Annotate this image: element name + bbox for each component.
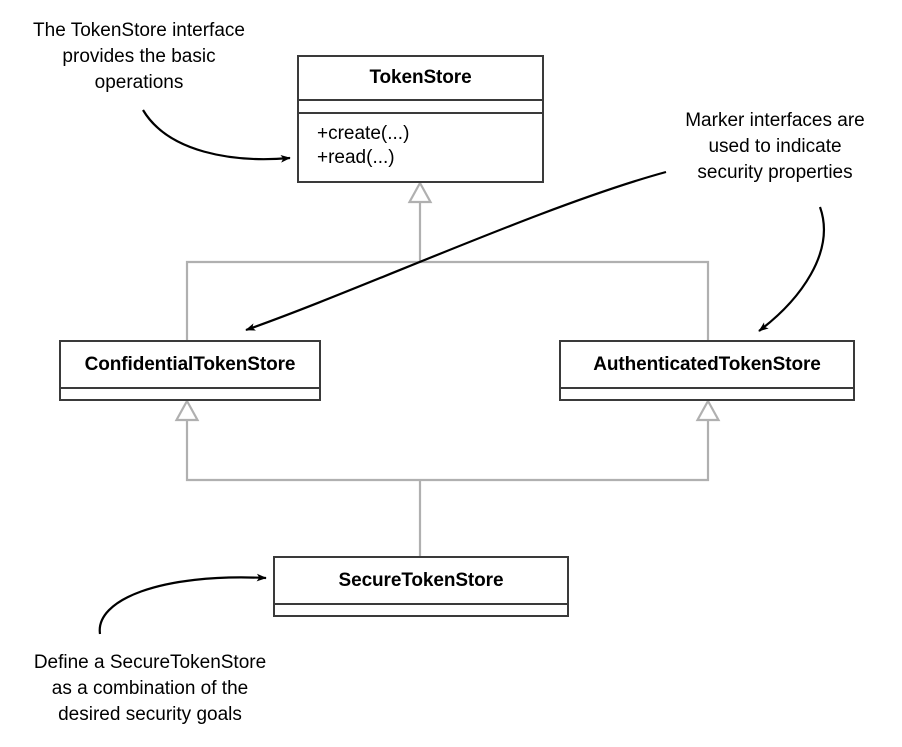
annotation-note-securetokenstore: Define a SecureTokenStore as a combinati…: [33, 652, 267, 725]
generalization-triangle-tokenstore: [407, 180, 433, 204]
uml-operations-compartment-tokenstore: +create(...) +read(...): [299, 114, 542, 177]
uml-class-name-confidentialtokenstore: ConfidentialTokenStore: [84, 353, 296, 375]
generalization-triangle-confidential: [174, 398, 200, 422]
uml-separator: [61, 387, 319, 389]
annotation-note-marker-interfaces: Marker interfaces are used to indicate s…: [685, 110, 865, 183]
uml-separator: [275, 603, 567, 605]
generalization-bus-upper: [185, 260, 710, 340]
uml-members-compartment-authenticatedtokenstore: [561, 389, 853, 399]
uml-operation: +create(...): [317, 123, 410, 144]
generalization-triangle-authenticated: [695, 398, 721, 422]
uml-attributes-compartment-tokenstore: [299, 101, 542, 112]
uml-class-securetokenstore[interactable]: SecureTokenStore: [273, 556, 569, 617]
uml-class-confidentialtokenstore[interactable]: ConfidentialTokenStore: [59, 340, 321, 401]
annotation-arrow-authenticated: [758, 206, 825, 332]
uml-class-name-authenticatedtokenstore: AuthenticatedTokenStore: [593, 353, 821, 375]
annotation-note-tokenstore: The TokenStore interface provides the ba…: [33, 20, 245, 93]
generalization-to-tokenstore: [185, 202, 710, 340]
uml-class-name-securetokenstore: SecureTokenStore: [338, 569, 504, 591]
annotation-arrow-secure: [98, 573, 267, 635]
uml-separator: [299, 99, 542, 101]
uml-separator: [299, 112, 542, 114]
generalization-to-markers: [185, 420, 710, 556]
uml-operation: +read(...): [317, 147, 395, 169]
annotation-arrow-tokenstore: [142, 109, 291, 163]
uml-class-name-tokenstore: TokenStore: [369, 67, 472, 88]
annotation-arrow-confidential: [245, 170, 667, 332]
generalization-bus-lower: [185, 420, 710, 482]
uml-separator: [561, 387, 853, 389]
uml-members-compartment-securetokenstore: [275, 605, 567, 615]
uml-class-authenticatedtokenstore[interactable]: AuthenticatedTokenStore: [559, 340, 855, 401]
uml-class-tokenstore[interactable]: TokenStore +create(...) +read(...): [297, 55, 544, 183]
uml-members-compartment-confidentialtokenstore: [61, 389, 319, 399]
